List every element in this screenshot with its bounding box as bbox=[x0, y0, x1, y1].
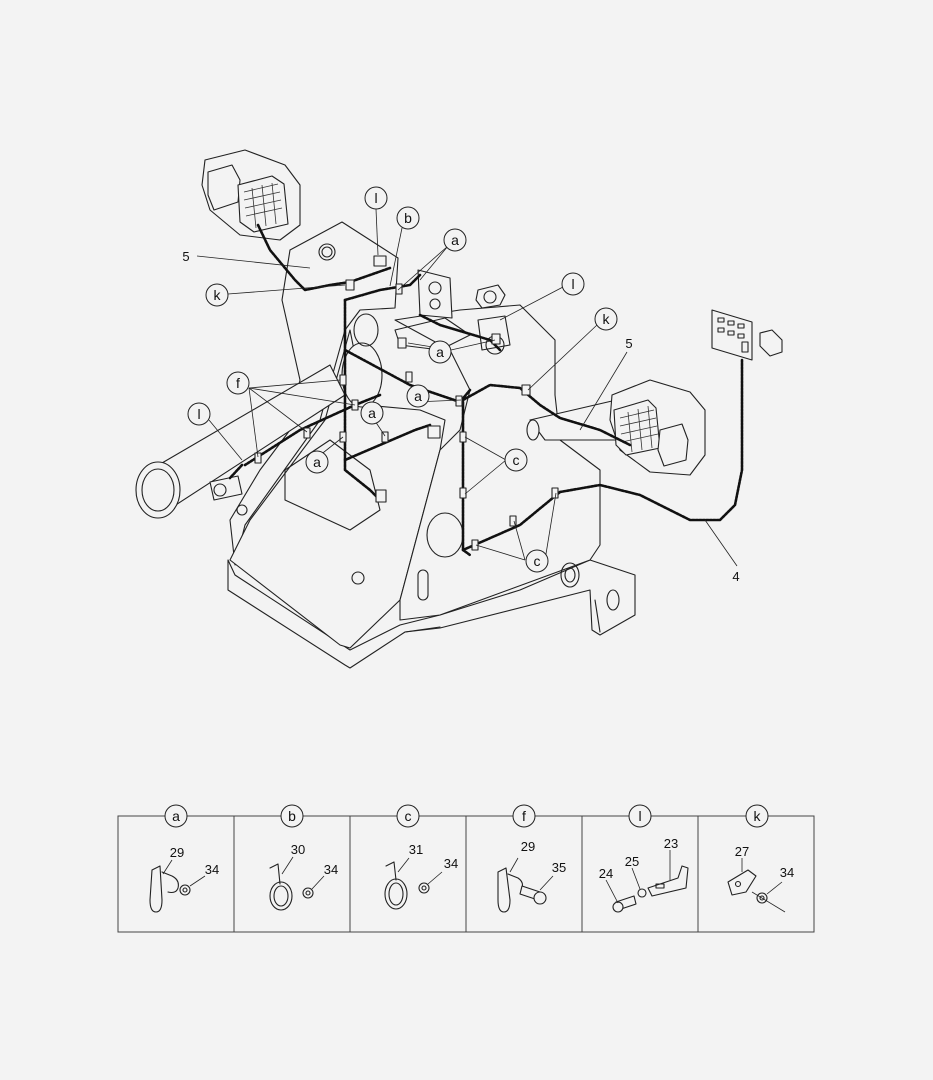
legend-cell-k bbox=[697, 815, 815, 933]
legend-cell-a bbox=[117, 815, 235, 933]
legend-letter-a: a bbox=[172, 808, 180, 824]
wiring-harness bbox=[228, 223, 749, 557]
legend-part: 23 bbox=[664, 836, 678, 851]
legend-part: 35 bbox=[552, 860, 566, 875]
p-clip-icon bbox=[149, 865, 163, 913]
leader-lines bbox=[196, 208, 738, 567]
callout-letter: f bbox=[236, 375, 240, 391]
callout-letter: a bbox=[451, 232, 459, 248]
legend-part: 31 bbox=[409, 842, 423, 857]
legend-cell-c bbox=[349, 815, 467, 933]
callout-letter: b bbox=[404, 210, 412, 226]
part-number-4: 4 bbox=[732, 569, 739, 584]
part-number-5-right: 5 bbox=[625, 336, 632, 351]
p-clip-icon bbox=[497, 867, 511, 913]
callout-f: f bbox=[226, 371, 250, 395]
callout-letter: c bbox=[534, 553, 541, 569]
legend-letter-l: l bbox=[638, 808, 641, 824]
callout-letter: a bbox=[436, 344, 444, 360]
legend-part: 24 bbox=[599, 866, 613, 881]
callout-letter: l bbox=[571, 276, 574, 292]
part-number-5-left: 5 bbox=[182, 249, 189, 264]
callout-a-left: a bbox=[305, 450, 329, 474]
callout-a-center: a bbox=[428, 340, 452, 364]
callout-c-lower: c bbox=[525, 549, 549, 573]
callout-l-left: l bbox=[187, 402, 211, 426]
callout-b: b bbox=[396, 206, 420, 230]
legend-part: 34 bbox=[324, 862, 338, 877]
legend-part: 29 bbox=[521, 839, 535, 854]
legend-cell-l bbox=[581, 815, 699, 933]
legend-letter-k: k bbox=[754, 808, 762, 824]
clip-icon bbox=[727, 869, 757, 896]
callout-letter: k bbox=[603, 311, 611, 327]
callout-l-right: l bbox=[561, 272, 585, 296]
callout-letter: c bbox=[513, 452, 520, 468]
legend-cell-f bbox=[465, 815, 583, 933]
callout-letter: l bbox=[197, 406, 200, 422]
legend-part: 34 bbox=[444, 856, 458, 871]
legend-letter-c: c bbox=[405, 808, 412, 824]
legend-part: 34 bbox=[780, 865, 794, 880]
callout-letter: a bbox=[313, 454, 321, 470]
callout-k-left: k bbox=[205, 283, 229, 307]
cushion-clamp-icon bbox=[269, 863, 281, 885]
callout-k-right: k bbox=[594, 307, 618, 331]
legend-part: 25 bbox=[625, 854, 639, 869]
callout-letter: l bbox=[374, 190, 377, 206]
legend-letter-f: f bbox=[522, 808, 526, 824]
legend-letter-b: b bbox=[288, 808, 296, 824]
cushion-clamp-icon bbox=[385, 861, 397, 881]
callout-c-upper: c bbox=[504, 448, 528, 472]
legend-part: 27 bbox=[735, 844, 749, 859]
callout-a-top: a bbox=[443, 228, 467, 252]
callout-letter: a bbox=[414, 388, 422, 404]
hardware-legend: a 29 34 b 30 34 c 31 34 f bbox=[117, 804, 815, 933]
washer-icon bbox=[637, 888, 647, 898]
nut-icon bbox=[302, 887, 314, 899]
frame-assembly bbox=[135, 149, 783, 669]
legend-part: 30 bbox=[291, 842, 305, 857]
callout-letter: a bbox=[368, 405, 376, 421]
legend-part: 29 bbox=[170, 845, 184, 860]
callouts: l b a l k a k f bbox=[182, 186, 740, 584]
callout-l-top: l bbox=[364, 186, 388, 210]
nut-icon bbox=[418, 882, 430, 894]
callout-a-lower: a bbox=[360, 401, 384, 425]
callout-a-mid: a bbox=[406, 384, 430, 408]
callout-letter: k bbox=[214, 287, 222, 303]
nut-icon bbox=[179, 884, 191, 896]
legend-part: 34 bbox=[205, 862, 219, 877]
